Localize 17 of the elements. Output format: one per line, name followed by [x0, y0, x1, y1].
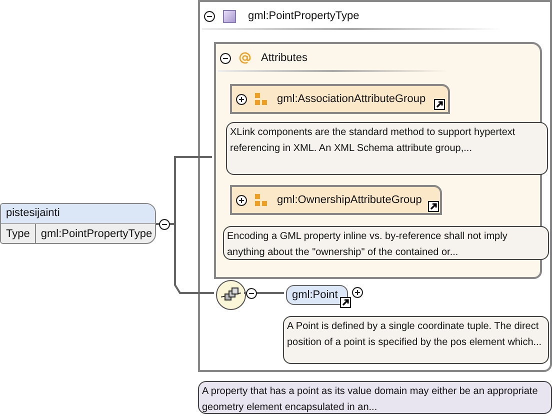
attribute-group-box — [230, 84, 450, 114]
element-box — [0, 203, 156, 244]
annotation-callout: A property that has a point as its value domain may either be an appropriate geometry element encapsulated in an... — [198, 381, 552, 414]
element-name: gml:Point — [292, 288, 338, 303]
element-box — [286, 285, 348, 305]
group-name: gml:OwnershipAttributeGroup — [277, 192, 422, 208]
type-value: gml:PointPropertyType — [40, 228, 152, 240]
type-name: gml:PointPropertyType — [248, 9, 360, 24]
section-heading: Attributes — [261, 51, 308, 66]
annotation-callout: XLink components are the standard method to support hypertext referencing in XML. An XML Schema attribute group,... — [226, 122, 548, 175]
annotation-callout: A Point is defined by a single coordinate tuple. The direct position of a point is specified by the pos element which... — [283, 316, 549, 364]
group-name: gml:AssociationAttributeGroup — [277, 92, 426, 107]
annotation-callout: Encoding a GML property inline vs. by-reference shall not imply anything about the "ownership" of the contained or... — [223, 226, 549, 260]
type-label: Type — [6, 226, 30, 242]
sequence-compositor — [216, 280, 246, 310]
attribute-group-box — [230, 185, 442, 215]
element-name: pistesijainti — [6, 206, 60, 222]
